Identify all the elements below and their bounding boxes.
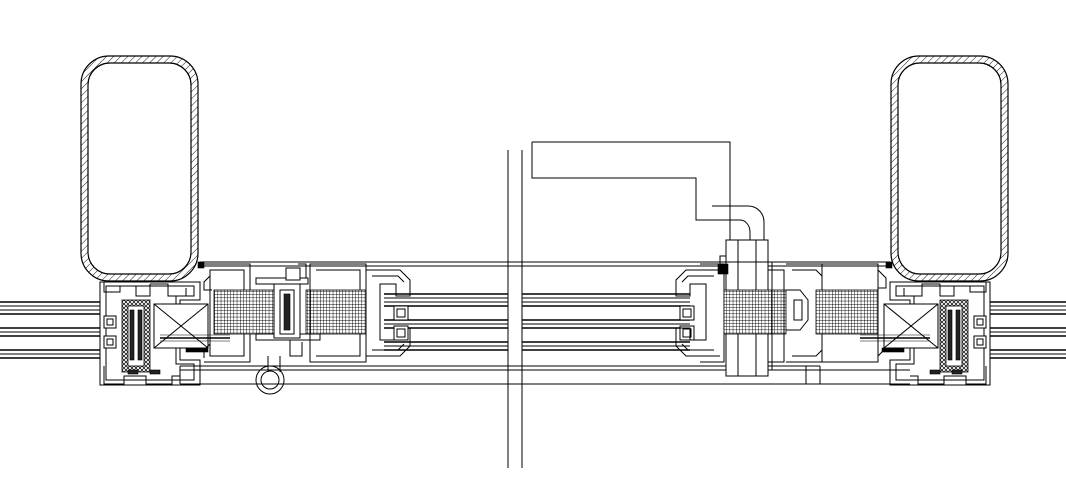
hinge-connector	[255, 263, 321, 395]
cable-routing	[531, 141, 787, 377]
right-insulated-glass-unit	[522, 293, 695, 351]
break-line	[507, 150, 523, 468]
right-mullion-profile	[860, 261, 991, 386]
left-glass-panel	[0, 301, 100, 359]
right-frame-channel	[786, 263, 887, 363]
right-glass-panel	[990, 301, 1066, 359]
left-insulated-glass-unit	[384, 293, 508, 351]
center-left-profile	[305, 263, 411, 363]
left-frame-channel	[203, 263, 277, 363]
left-tube-column	[80, 55, 199, 282]
left-mullion-profile	[99, 261, 230, 386]
right-tube-column	[890, 55, 1009, 282]
frame-rails	[179, 261, 910, 385]
